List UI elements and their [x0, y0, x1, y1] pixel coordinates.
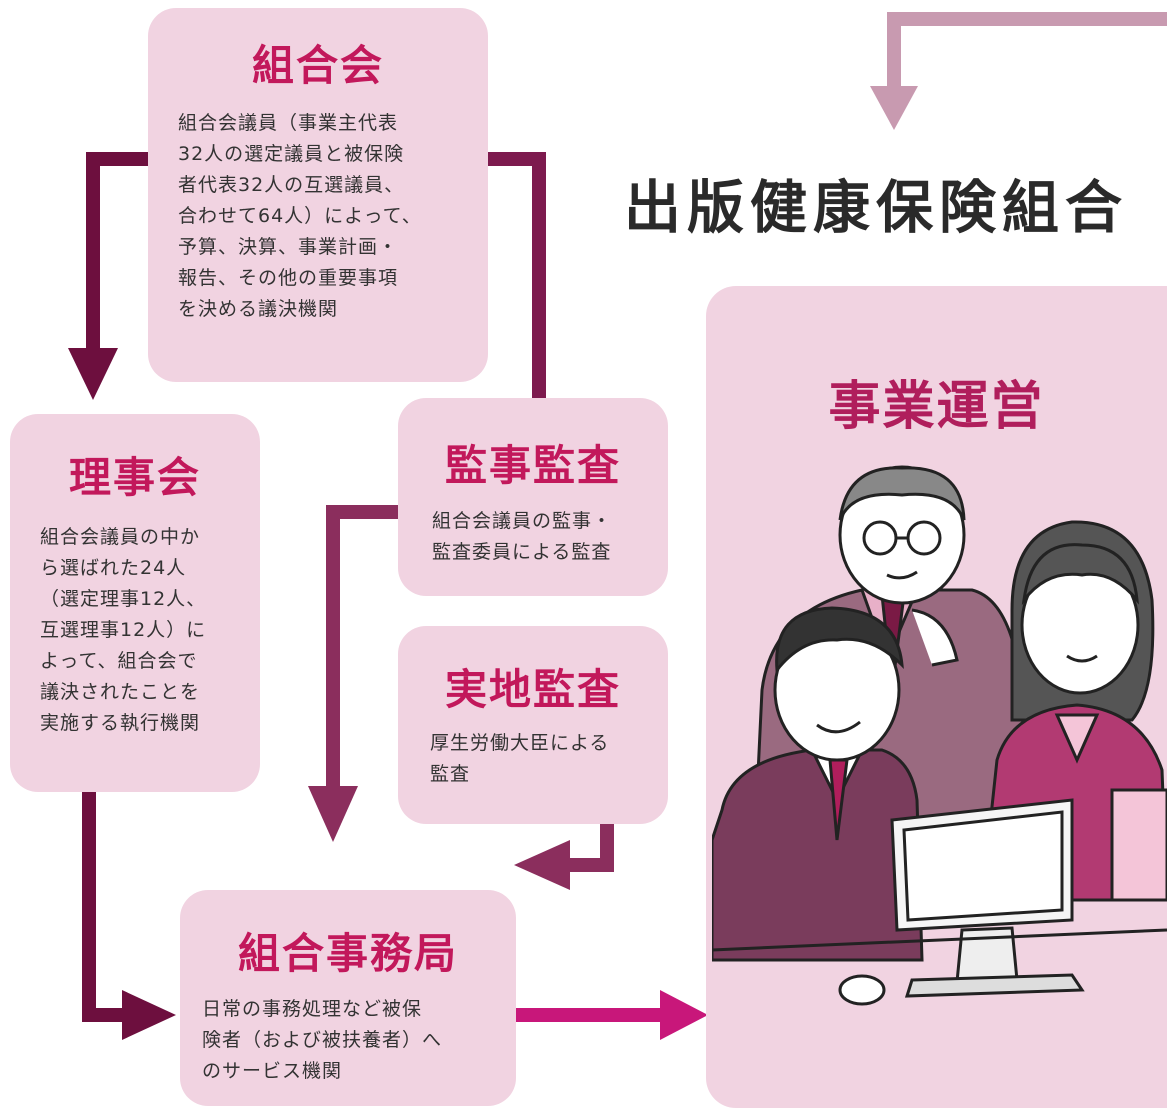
jitchi-kansa-box: 実地監査 厚生労働大臣による 監査	[398, 626, 668, 824]
jigyo-unei-title: 事業運営	[828, 377, 1045, 437]
jitchi-kansa-title: 実地監査	[444, 665, 621, 714]
rijikai-title: 理事会	[68, 453, 201, 502]
kanji-kansa-description: 組合会議員の監事・ 監査委員による監査	[432, 510, 613, 563]
jimukyoku-title: 組合事務局	[237, 929, 458, 978]
jimukyoku-box: 組合事務局 日常の事務処理など被保 険者（および被扶養者）へ のサービス機関	[180, 890, 516, 1106]
kanji-kansa-box: 監事監査 組合会議員の監事・ 監査委員による監査	[398, 398, 668, 596]
rijikai-box: 理事会 組合会議員の中か ら選ばれた24人 （選定理事12人、 互選理事12人）…	[10, 414, 260, 792]
arrow-jitchi-kansa-to-jimukyoku	[514, 822, 614, 890]
young-man	[712, 606, 924, 1006]
kumiaikai-title: 組合会	[251, 41, 384, 90]
organization-title: 出版健康保険組合	[624, 175, 1128, 241]
kumiaikai-box: 組合会 組合会議員（事業主代表 32人の選定議員と被保険 者代表32人の互選議員…	[148, 8, 488, 382]
kanji-kansa-title: 監事監査	[444, 441, 621, 490]
woman	[980, 520, 1167, 902]
arrow-kumiaikai-to-rijikai	[68, 152, 156, 400]
arrow-kanji-kansa-to-jimukyoku	[308, 505, 400, 842]
arrow-jimukyoku-to-jigyo-unei	[516, 990, 708, 1040]
computer-monitor	[890, 798, 1085, 998]
desk-edge	[712, 928, 1167, 952]
arrow-rijikai-to-jimukyoku	[82, 792, 176, 1040]
jimukyoku-description: 日常の事務処理など被保 険者（および被扶養者）へ のサービス機関	[202, 998, 443, 1082]
jitchi-kansa-description: 厚生労働大臣による 監査	[430, 732, 610, 785]
arrow-kumiaikai-to-kanji-kansa	[486, 152, 546, 402]
rijikai-description: 組合会議員の中か ら選ばれた24人 （選定理事12人、 互選理事12人）に よっ…	[40, 526, 207, 734]
office-workers-at-computer-illustration	[712, 465, 1167, 1006]
incoming-arrow	[870, 12, 1167, 130]
kumiaikai-description: 組合会議員（事業主代表 32人の選定議員と被保険 者代表32人の互選議員、 合わ…	[178, 112, 422, 320]
